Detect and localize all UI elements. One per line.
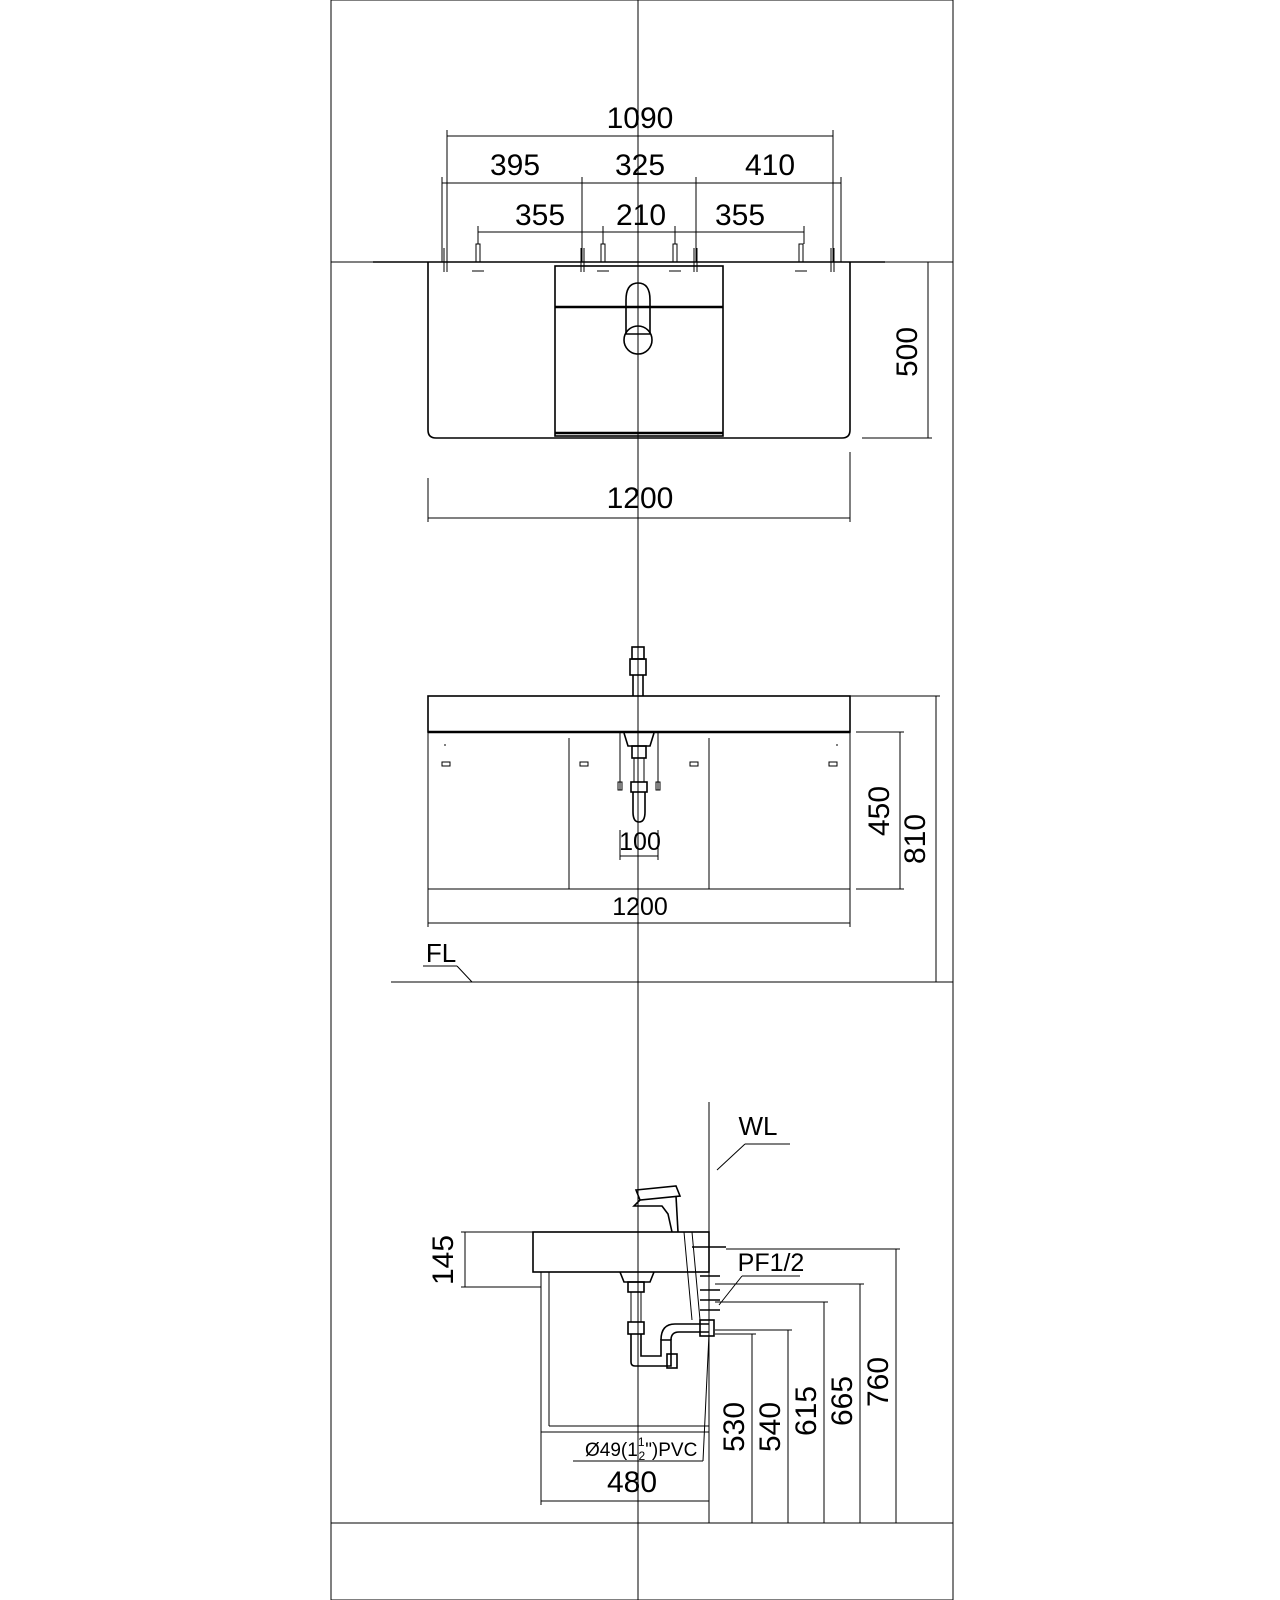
dim-label-1200-front: 1200 — [612, 893, 668, 921]
floor-label: FL — [426, 938, 456, 968]
dim-label-615: 615 — [790, 1386, 823, 1436]
pipe-label-suffix: ")PVC — [645, 1440, 697, 1461]
dim-label-1090: 1090 — [607, 102, 674, 135]
drain-trap-front — [617, 732, 661, 823]
faucet-side — [632, 1185, 682, 1233]
pipe-label-frac-num: 1 — [638, 1435, 645, 1449]
floor-line: FL — [391, 938, 953, 983]
dim-label-540: 540 — [754, 1402, 787, 1452]
dim-100: 100 — [619, 828, 661, 860]
dim-500: 500 — [862, 261, 932, 439]
mounting-holes — [443, 243, 835, 272]
dim-label-530: 530 — [718, 1402, 751, 1452]
pipe-label-prefix: Ø49(1 — [585, 1440, 638, 1461]
faucet-front — [629, 646, 647, 696]
vanity-top-front — [427, 695, 851, 733]
dim-450: 450 — [856, 731, 904, 890]
supply-valves — [692, 1246, 726, 1311]
dim-1200-top: 1200 — [427, 452, 851, 522]
dim-label-500: 500 — [891, 327, 924, 377]
dim-810: 810 — [850, 695, 940, 982]
front-view: 100 1200 450 810 FL — [391, 646, 953, 983]
dim-label-355-right: 355 — [715, 199, 765, 232]
dim-row-3: 355 210 355 — [477, 199, 805, 244]
height-dims: 530 540 615 665 760 — [715, 1248, 900, 1523]
dim-label-325: 325 — [615, 149, 665, 182]
top-view: 1090 395 325 410 355 210 355 — [373, 102, 932, 522]
cabinet-front — [427, 731, 851, 890]
dim-label-210: 210 — [616, 199, 666, 232]
dim-label-450: 450 — [863, 786, 896, 836]
dim-label-665: 665 — [826, 1376, 859, 1426]
vanity-top-side — [532, 1231, 710, 1273]
dim-label-480: 480 — [607, 1466, 657, 1499]
drain-trap-side — [619, 1231, 715, 1369]
dim-row-2: 395 325 410 — [441, 149, 842, 262]
supply-label: PF1/2 — [738, 1249, 805, 1277]
dim-label-355-left: 355 — [515, 199, 565, 232]
side-view: WL — [427, 1102, 900, 1523]
dim-label-760: 760 — [862, 1357, 895, 1407]
dim-label-100: 100 — [619, 828, 661, 856]
dim-480: 480 — [540, 1432, 709, 1505]
wall-label: WL — [739, 1111, 778, 1141]
supply-label-leader: PF1/2 — [718, 1249, 805, 1306]
pipe-label-frac-den: 2 — [639, 1449, 646, 1463]
dim-label-145: 145 — [427, 1235, 460, 1285]
faucet-plan — [623, 282, 653, 355]
basin-outline — [554, 265, 724, 437]
dim-label-410: 410 — [745, 149, 795, 182]
dim-145: 145 — [427, 1231, 541, 1288]
vanity-top-outline — [427, 262, 851, 439]
door-handles — [441, 744, 838, 767]
dim-label-810: 810 — [899, 814, 932, 864]
wall-label-leader: WL — [716, 1111, 790, 1171]
dim-1200-front: 1200 — [427, 889, 851, 927]
dim-1090: 1090 — [446, 102, 834, 262]
dim-label-1200-top: 1200 — [607, 482, 674, 515]
dim-label-395: 395 — [490, 149, 540, 182]
